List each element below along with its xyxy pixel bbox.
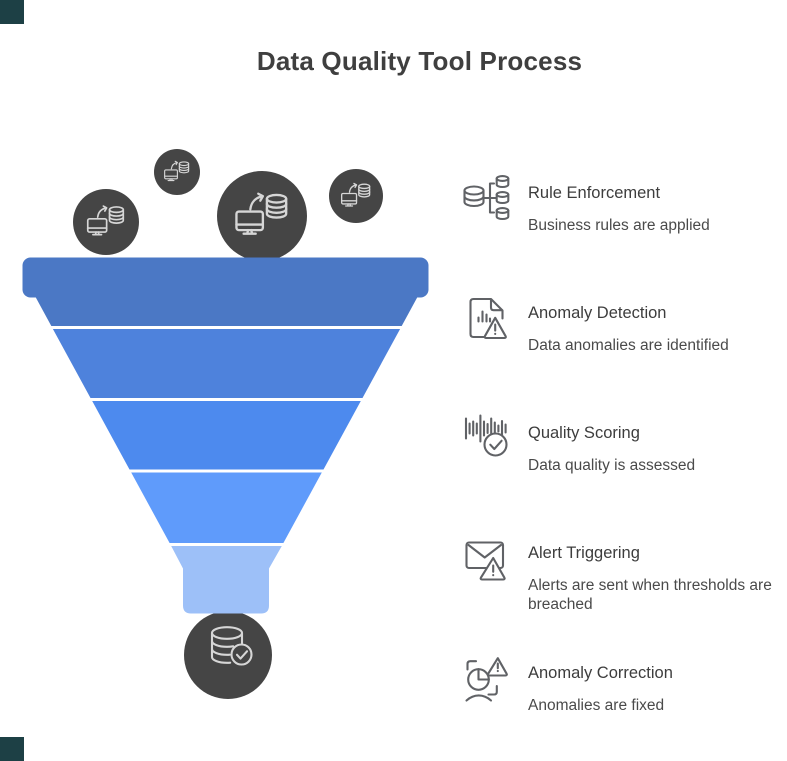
funnel-stage-5	[171, 546, 282, 614]
mail-warning-icon	[465, 541, 506, 581]
funnel-input-bubbles	[73, 149, 383, 261]
database-verified-icon	[210, 626, 253, 666]
step-rule-enforcement: Rule Enforcement Business rules are appl…	[461, 172, 783, 235]
step-description: Anomalies are fixed	[528, 697, 665, 714]
step-description: Data quality is assessed	[528, 457, 696, 474]
funnel-stage-2	[52, 329, 401, 398]
funnel-stage-3	[92, 401, 361, 470]
step-title: Quality Scoring	[528, 424, 640, 442]
step-quality-scoring: Quality Scoring Data quality is assessed	[461, 412, 783, 475]
step-title: Anomaly Detection	[528, 304, 667, 322]
scan-warning-icon	[465, 657, 508, 702]
step-description: Data anomalies are identified	[528, 337, 729, 354]
waveform-check-icon	[464, 414, 508, 457]
step-anomaly-correction: Anomaly Correction Anomalies are fixed	[461, 652, 783, 715]
corner-accent-bottom	[0, 737, 24, 761]
step-anomaly-detection: Anomaly Detection Data anomalies are ide…	[461, 292, 783, 355]
page-title: Data Quality Tool Process	[256, 46, 583, 76]
database-rules-icon	[463, 175, 510, 221]
corner-accent-top	[0, 0, 24, 24]
report-warning-icon	[469, 297, 507, 340]
funnel-output-bubble	[184, 611, 272, 699]
step-title: Rule Enforcement	[528, 184, 661, 202]
step-description: Alerts are sent when thresholds are brea…	[528, 577, 772, 613]
funnel-stage-4	[131, 472, 322, 543]
funnel-stage-1	[22, 257, 429, 298]
step-alert-triggering: Alert Triggering Alerts are sent when th…	[461, 532, 783, 614]
funnel-stage-1	[35, 296, 418, 326]
funnel-diagram	[22, 149, 429, 699]
step-description: Business rules are applied	[528, 217, 710, 234]
step-title: Alert Triggering	[528, 544, 640, 562]
step-title: Anomaly Correction	[528, 664, 673, 682]
funnel	[22, 257, 429, 614]
